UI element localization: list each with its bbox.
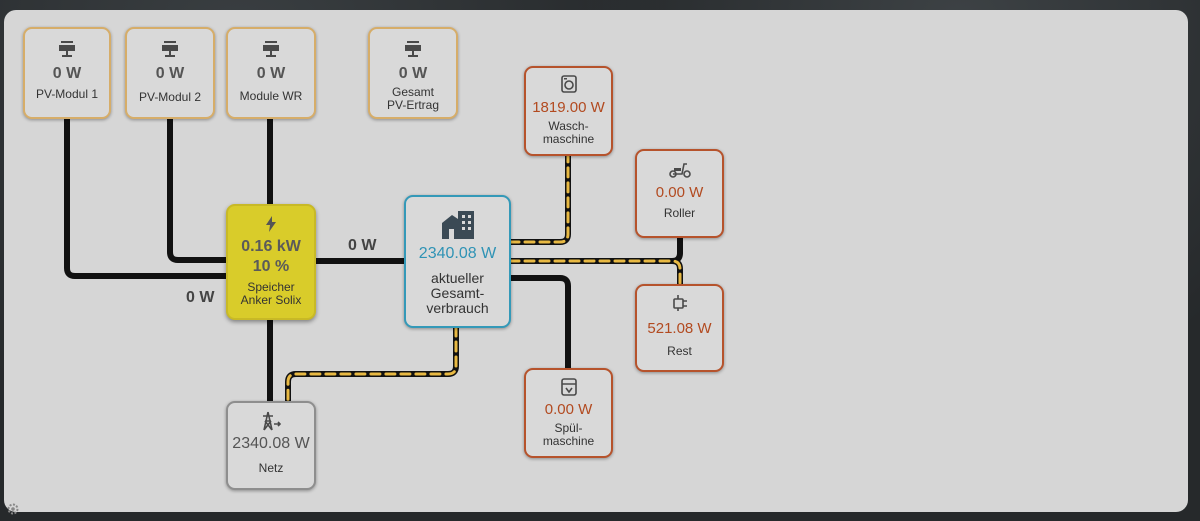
roller-label: Roller [663, 206, 696, 220]
pv-module-2-label: PV-Modul 2 [138, 90, 202, 104]
rest-power: 521.08 W [647, 320, 712, 337]
grid-label: Netz [258, 461, 284, 475]
solar-panel-icon [263, 41, 279, 57]
pv-total-label-1: Gesamt [391, 85, 434, 99]
roller-card[interactable]: 0.00 W Roller [635, 149, 724, 238]
battery-power: 0.16 kW [241, 238, 301, 255]
line-house-dishwasher [507, 275, 571, 373]
dishwasher-icon [560, 378, 577, 396]
battery-card[interactable]: 0.16 kW 10 % Speicher Anker Solix [226, 204, 316, 320]
solar-panel-icon [162, 41, 178, 57]
battery-soc: 10 % [252, 258, 290, 275]
battery-label-1: Speicher [247, 280, 295, 294]
line-pv1-battery [64, 115, 231, 279]
roller-power: 0.00 W [655, 184, 704, 201]
dishwasher-card[interactable]: 0.00 W Spül- maschine [524, 368, 613, 458]
house-consumption-card[interactable]: 2340.08 W aktueller Gesamt- verbrauch [404, 195, 511, 328]
house-icon [441, 211, 474, 239]
line-pv2-battery [167, 115, 231, 263]
washing-machine-icon [560, 75, 577, 93]
rest-label: Rest [667, 344, 692, 358]
pv-module-1-power: 0 W [52, 65, 82, 82]
pv-module-2-card[interactable]: 0 W PV-Modul 2 [125, 27, 215, 119]
lightning-icon [266, 216, 276, 232]
pv-total-card[interactable]: 0 W Gesamt PV-Ertrag [368, 27, 458, 119]
washer-label-1: Wasch- [548, 119, 589, 133]
house-label-1: aktueller [431, 270, 484, 286]
dishwasher-label-2: maschine [542, 434, 595, 448]
grid-power: 2340.08 W [232, 435, 310, 452]
pv-module-1-card[interactable]: 0 W PV-Modul 1 [23, 27, 111, 119]
flow-house-rest [508, 259, 682, 287]
module-wr-power: 0 W [256, 65, 286, 82]
pv-module-1-label: PV-Modul 1 [35, 87, 99, 101]
washer-card[interactable]: 1819.00 W Wasch- maschine [524, 66, 613, 156]
dishwasher-label-1: Spül- [554, 421, 583, 435]
battery-house-flow-label: 0 W [348, 237, 377, 254]
grid-card[interactable]: 2340.08 W Netz [226, 401, 316, 490]
solar-panel-icon [59, 41, 75, 57]
pv-total-label-2: PV-Ertrag [386, 98, 440, 112]
flow-grid-house [286, 325, 458, 404]
rest-card[interactable]: 521.08 W Rest [635, 284, 724, 372]
module-wr-card[interactable]: 0 W Module WR [226, 27, 316, 119]
house-label-2: Gesamt- [430, 285, 485, 301]
dishwasher-power: 0.00 W [544, 401, 593, 418]
module-wr-label: Module WR [239, 89, 303, 103]
battery-label-2: Anker Solix [240, 293, 302, 307]
flow-house-washer [508, 150, 570, 244]
plug-icon [672, 295, 687, 311]
pv-battery-flow-label: 0 W [186, 289, 215, 306]
house-consumption-power: 2340.08 W [418, 245, 497, 262]
gear-icon[interactable] [6, 502, 20, 516]
scooter-icon [668, 163, 691, 178]
power-pylon-icon [263, 411, 282, 431]
house-label-3: verbrauch [426, 300, 489, 316]
pv-module-2-power: 0 W [155, 65, 185, 82]
pv-total-power: 0 W [398, 65, 428, 82]
washer-label-2: maschine [542, 132, 595, 146]
washer-power: 1819.00 W [532, 99, 605, 116]
solar-panel-icon [405, 41, 421, 57]
